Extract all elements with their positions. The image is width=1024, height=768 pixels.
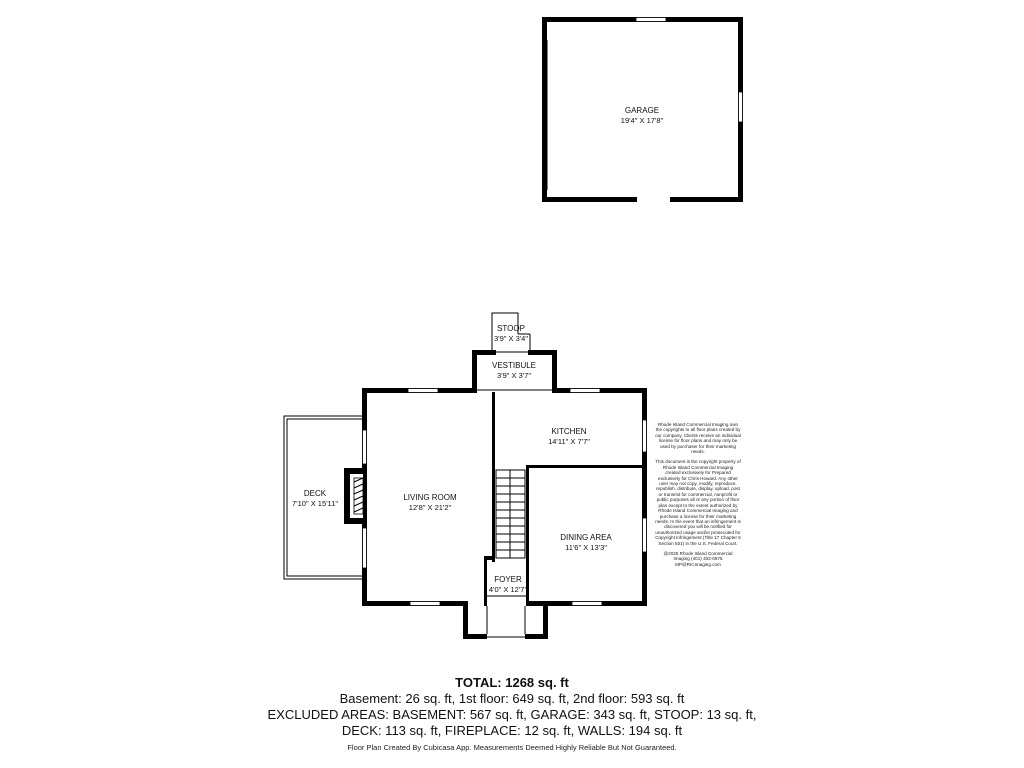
stoop-outline <box>491 312 531 350</box>
foyer-dimensions: 4'0" X 12'7" <box>489 585 528 594</box>
floor-areas: Basement: 26 sq. ft, 1st floor: 649 sq. … <box>339 691 685 706</box>
copyright-paragraph-1: Rhode Island Commercial Imaging own the … <box>655 422 741 455</box>
dining-area-dimensions: 11'6" X 13'3" <box>565 543 607 552</box>
vestibule-dimensions: 3'9" X 3'7" <box>497 371 531 380</box>
deck-dimensions: 7'10" X 15'11" <box>292 499 338 508</box>
garage-window-top <box>635 17 667 22</box>
foyer-label: FOYER <box>494 575 522 584</box>
excluded-areas-line-1: EXCLUDED AREAS: BASEMENT: 567 sq. ft, GA… <box>267 707 757 722</box>
kitchen-window-top <box>569 388 601 393</box>
living-room-dimensions: 12'8" X 21'2" <box>409 503 452 512</box>
deck-outline <box>283 415 362 580</box>
dining-window-bottom <box>571 601 603 606</box>
copyright-paragraph-2: This document is the copyright property … <box>655 459 741 546</box>
garage-window-right <box>738 91 743 123</box>
kitchen-window-right <box>642 419 647 453</box>
house-outline <box>362 388 647 639</box>
stoop-dimensions: 3'9" X 3'4" <box>494 334 528 343</box>
vestibule-outline <box>472 350 557 392</box>
copyright-contact: @2026 Rhode Island Commercial Imaging (4… <box>663 550 733 567</box>
garage-label: GARAGE <box>625 106 659 115</box>
living-window-bottom <box>409 601 441 606</box>
living-window-top <box>407 388 439 393</box>
staircase <box>495 469 526 559</box>
garage-dimensions: 19'4" X 17'8" <box>621 116 664 125</box>
dining-area-label: DINING AREA <box>560 533 612 542</box>
area-summary: TOTAL: 1268 sq. ft Basement: 26 sq. ft, … <box>0 674 1024 739</box>
stoop-label: STOOP <box>497 324 525 333</box>
living-window-left-1 <box>362 429 367 465</box>
living-room-label: LIVING ROOM <box>403 493 457 502</box>
living-window-left-2 <box>362 527 367 569</box>
garage-outline <box>542 17 743 202</box>
excluded-areas-line-2: DECK: 113 sq. ft, FIREPLACE: 12 sq. ft, … <box>341 723 683 738</box>
disclaimer-footer: Floor Plan Created By Cubicasa App. Meas… <box>347 743 677 752</box>
kitchen-label: KITCHEN <box>551 427 586 436</box>
copyright-notice: Rhode Island Commercial Imaging own the … <box>655 422 741 572</box>
vestibule-label: VESTIBULE <box>492 361 536 370</box>
dining-window-right <box>642 517 647 553</box>
total-area: TOTAL: 1268 sq. ft <box>455 675 569 690</box>
kitchen-dimensions: 14'11" X 7'7" <box>548 437 590 446</box>
deck-label: DECK <box>304 489 327 498</box>
fireplace <box>344 468 366 524</box>
